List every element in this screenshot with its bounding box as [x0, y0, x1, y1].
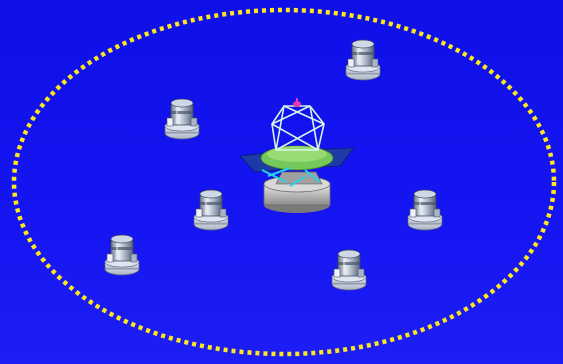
- auxiliary-telescope-icon: [331, 249, 367, 291]
- auxiliary-telescope-icon: [407, 189, 443, 231]
- array-boundary: [11, 7, 557, 357]
- auxiliary-telescope-icon: [104, 234, 140, 276]
- auxiliary-telescope-icon: [164, 98, 200, 140]
- auxiliary-telescope-icon: [345, 39, 381, 81]
- large-telescope-icon: [239, 98, 355, 213]
- auxiliary-telescope-icon: [193, 189, 229, 231]
